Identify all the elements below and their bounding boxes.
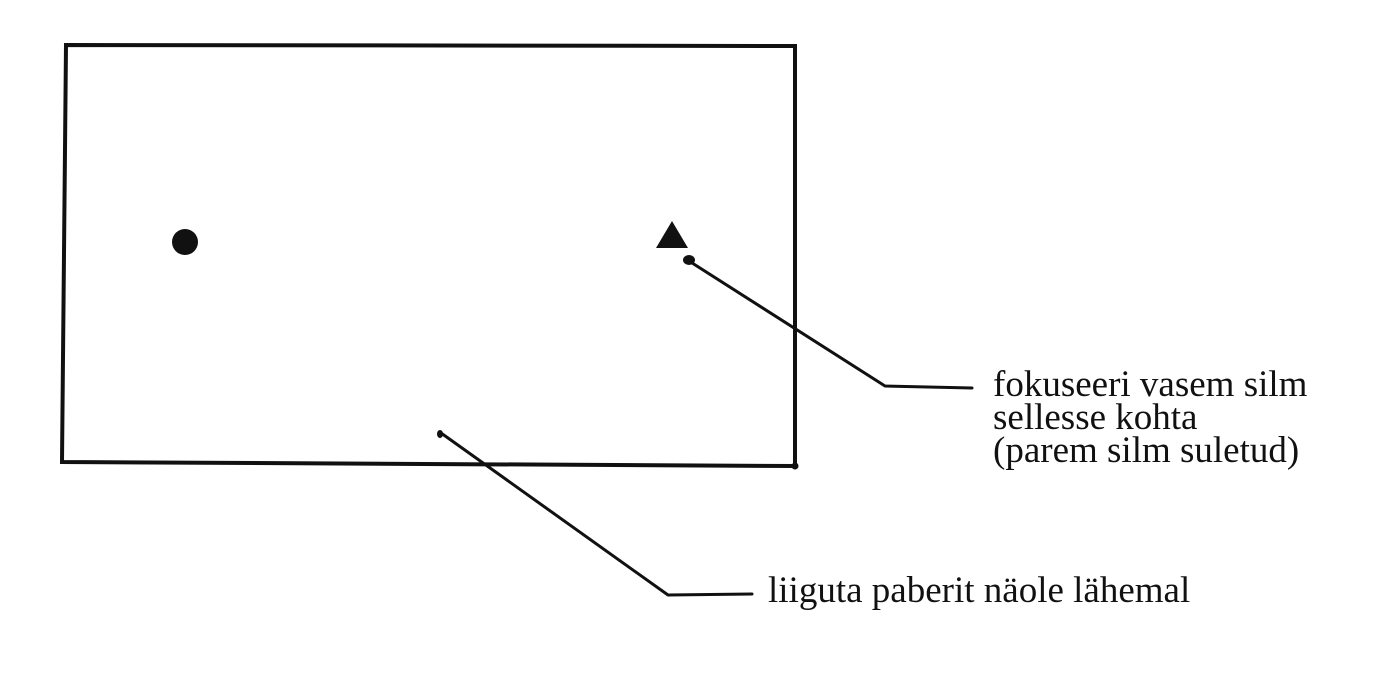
triangle-marker-icon — [656, 221, 695, 265]
focus-leader-line — [687, 259, 974, 390]
focus-instruction-label: fokuseeri vasem silm sellesse kohta (par… — [993, 364, 1308, 471]
circle-marker-icon — [172, 229, 198, 255]
move-instruction-label: liiguta paberit näole lähemal — [768, 570, 1191, 611]
card-rectangle — [59, 42, 799, 470]
focus-instruction-line-1: fokuseeri vasem silm — [993, 364, 1308, 405]
focus-instruction-line-2: sellesse kohta — [993, 397, 1198, 438]
move-instruction-line-1: liiguta paberit näole lähemal — [768, 570, 1191, 611]
move-leader-line — [437, 430, 754, 597]
focus-instruction-line-3: (parem silm suletud) — [993, 430, 1300, 471]
